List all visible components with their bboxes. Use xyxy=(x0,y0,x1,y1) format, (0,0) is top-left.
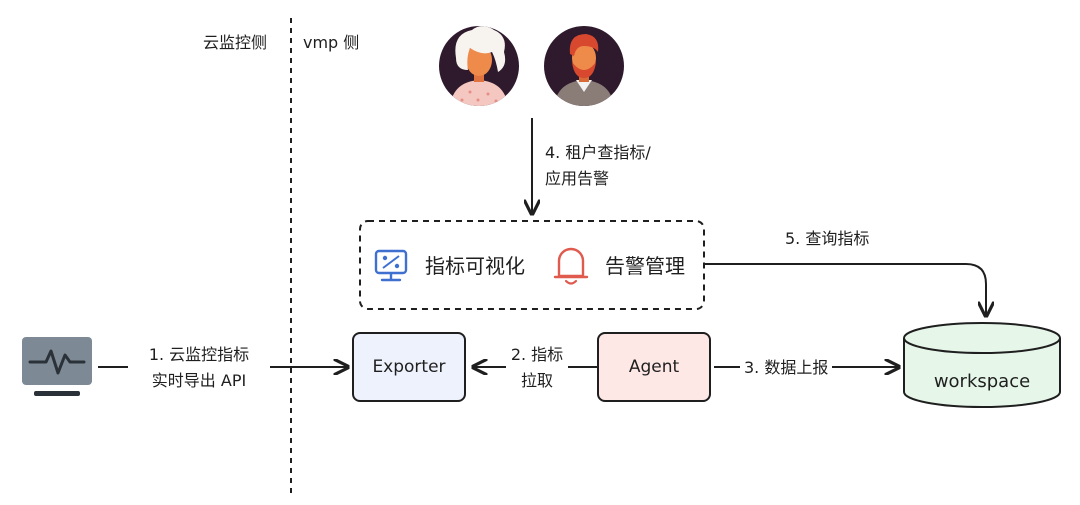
workspace-label: workspace xyxy=(933,371,1031,392)
edge-step4-line1: 4. 租户查指标/ xyxy=(545,143,651,162)
user-avatar-man xyxy=(544,26,624,106)
bell-icon xyxy=(553,247,589,285)
edge-step2-line1: 2. 指标 xyxy=(510,345,564,364)
edge-step2-line2: 拉取 xyxy=(520,371,553,390)
edge-step4-line2: 应用告警 xyxy=(545,169,610,188)
user-avatar-woman xyxy=(439,26,519,106)
exporter-node: Exporter xyxy=(352,332,466,402)
edge-step5 xyxy=(704,263,986,316)
exporter-label: Exporter xyxy=(372,357,446,377)
edge-step1-line1: 1. 云监控指标 xyxy=(148,345,250,364)
monitor-pulse-icon xyxy=(22,337,92,396)
edge-step1-label: 1. 云监控指标 实时导出 API xyxy=(128,342,270,394)
visualization-label: 指标可视化 xyxy=(425,254,525,278)
dashboard-icon xyxy=(374,249,408,282)
edge-step2-label: 2. 指标 拉取 xyxy=(506,342,568,394)
edge-step1-line2: 实时导出 API xyxy=(151,371,247,390)
edge-step5-label: 5. 查询指标 xyxy=(785,229,870,248)
side-label-left: 云监控侧 xyxy=(203,33,268,52)
edge-step4-label: 4. 租户查指标/ 应用告警 xyxy=(545,140,651,192)
workspace-node xyxy=(903,322,1061,408)
edge-step3-label: 3. 数据上报 xyxy=(740,355,833,381)
alerting-label: 告警管理 xyxy=(605,254,685,278)
side-label-right: vmp 侧 xyxy=(303,33,360,52)
agent-label: Agent xyxy=(628,357,680,377)
agent-node: Agent xyxy=(597,332,711,402)
